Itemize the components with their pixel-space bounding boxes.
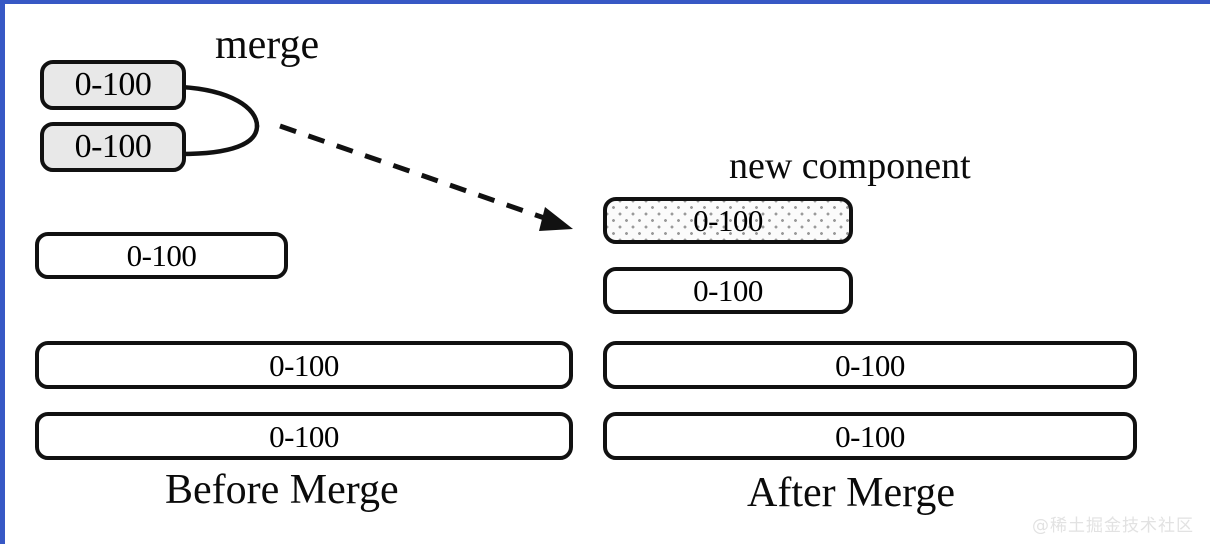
before-box-merge-upper[interactable]: 0-100 — [40, 60, 186, 110]
after-box-level-3[interactable]: 0-100 — [603, 412, 1137, 460]
before-box-level-3[interactable]: 0-100 — [35, 341, 573, 389]
before-box-merge-lower[interactable]: 0-100 — [40, 122, 186, 172]
range-value: 0-100 — [693, 203, 763, 238]
after-merge-title: After Merge — [747, 470, 955, 516]
merge-arrow-head — [539, 207, 573, 231]
before-merge-title: Before Merge — [165, 467, 399, 513]
merge-arrow-line — [279, 123, 554, 224]
range-value: 0-100 — [835, 418, 905, 454]
site-watermark: @稀土掘金技术社区 — [1032, 516, 1194, 536]
range-value: 0-100 — [269, 418, 339, 454]
range-value: 0-100 — [74, 66, 152, 103]
after-box-level-1[interactable]: 0-100 — [603, 267, 853, 314]
range-value: 0-100 — [835, 347, 905, 383]
range-value: 0-100 — [693, 273, 763, 308]
after-box-new-component[interactable]: 0-100 — [603, 197, 853, 244]
range-value: 0-100 — [126, 238, 197, 273]
after-box-level-2[interactable]: 0-100 — [603, 341, 1137, 389]
merge-brace-lower — [178, 123, 260, 157]
before-box-level-2[interactable]: 0-100 — [35, 232, 288, 279]
merge-label: merge — [215, 22, 320, 68]
range-value: 0-100 — [269, 347, 339, 383]
new-component-label: new component — [729, 145, 971, 187]
range-value: 0-100 — [74, 128, 152, 165]
before-box-level-4[interactable]: 0-100 — [35, 412, 573, 460]
merge-brace-upper — [178, 84, 260, 129]
